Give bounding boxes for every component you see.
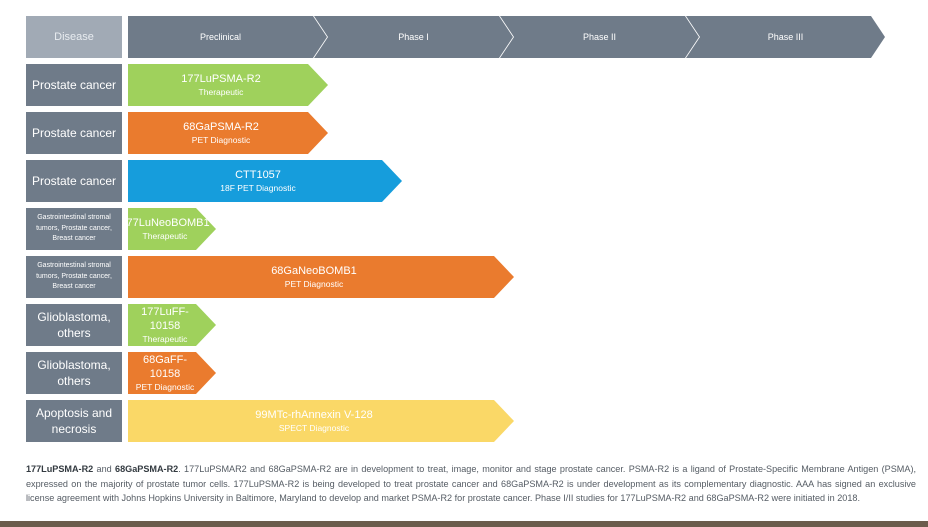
- drug-name: 177LuNeoBOMB1: [120, 216, 210, 229]
- disease-label: Prostate cancer: [31, 173, 117, 188]
- disease-cell: Prostate cancer: [26, 160, 122, 202]
- note-lead-and: and: [93, 464, 116, 474]
- drug-name: 68GaPSMA-R2: [183, 120, 259, 133]
- drug-type: Therapeutic: [142, 333, 188, 344]
- phase-header-label: Phase I: [398, 32, 429, 42]
- disease-cell: Glioblastoma, others: [26, 304, 122, 346]
- drug-type: PET Diagnostic: [284, 278, 344, 289]
- drug-name: 68GaNeoBOMB1: [271, 264, 357, 277]
- phase-header-label: Phase III: [767, 32, 804, 42]
- disease-header: Disease: [26, 16, 122, 58]
- disease-label: Gastrointestinal stromal tumors, Prostat…: [36, 213, 112, 243]
- disease-cell: Glioblastoma, others: [26, 352, 122, 394]
- phase-header-label: Preclinical: [199, 32, 241, 42]
- disease-cell: Apoptosis and necrosis: [26, 400, 122, 442]
- drug-type: Therapeutic: [198, 86, 244, 97]
- disease-label: Apoptosis and necrosis: [35, 405, 113, 436]
- drug-type: PET Diagnostic: [191, 134, 251, 145]
- drug-name: 99MTc-rhAnnexin V-128: [255, 408, 373, 421]
- phase-header-1: Phase I: [314, 16, 513, 58]
- disease-cell: Prostate cancer: [26, 112, 122, 154]
- bottom-rule: [0, 521, 928, 527]
- disease-label: Prostate cancer: [31, 77, 117, 92]
- drug-type: Therapeutic: [142, 230, 188, 241]
- drug-name: CTT1057: [235, 168, 281, 181]
- phase-header-label: Phase II: [582, 32, 617, 42]
- drug-name: 177LuFF-10158: [141, 305, 189, 332]
- disease-cell: Prostate cancer: [26, 64, 122, 106]
- note-lead-a: 177LuPSMA-R2: [26, 464, 94, 474]
- disease-label: Glioblastoma, others: [37, 309, 111, 340]
- disease-label: Prostate cancer: [31, 125, 117, 140]
- disease-label: Gastrointestinal stromal tumors, Prostat…: [36, 261, 112, 291]
- drug-name: 177LuPSMA-R2: [181, 72, 261, 85]
- phase-header-3: Phase III: [686, 16, 885, 58]
- drug-type: SPECT Diagnostic: [278, 422, 350, 433]
- disease-cell: Gastrointestinal stromal tumors, Prostat…: [26, 256, 122, 298]
- drug-type: 18F PET Diagnostic: [220, 182, 296, 193]
- note-lead-b: 68GaPSMA-R2: [115, 464, 179, 474]
- disease-label: Glioblastoma, others: [37, 357, 111, 388]
- disease-header-label: Disease: [54, 30, 94, 43]
- description-paragraph: 177LuPSMA-R2 and 68GaPSMA-R2. 177LuPSMAR…: [26, 462, 916, 506]
- drug-type: PET Diagnostic: [135, 381, 195, 392]
- note-body: . 177LuPSMAR2 and 68GaPSMA-R2 are in dev…: [26, 464, 916, 504]
- phase-header-0: Preclinical: [128, 16, 327, 58]
- phase-header-2: Phase II: [500, 16, 699, 58]
- disease-cell: Gastrointestinal stromal tumors, Prostat…: [26, 208, 122, 250]
- drug-name: 68GaFF-10158: [142, 353, 187, 380]
